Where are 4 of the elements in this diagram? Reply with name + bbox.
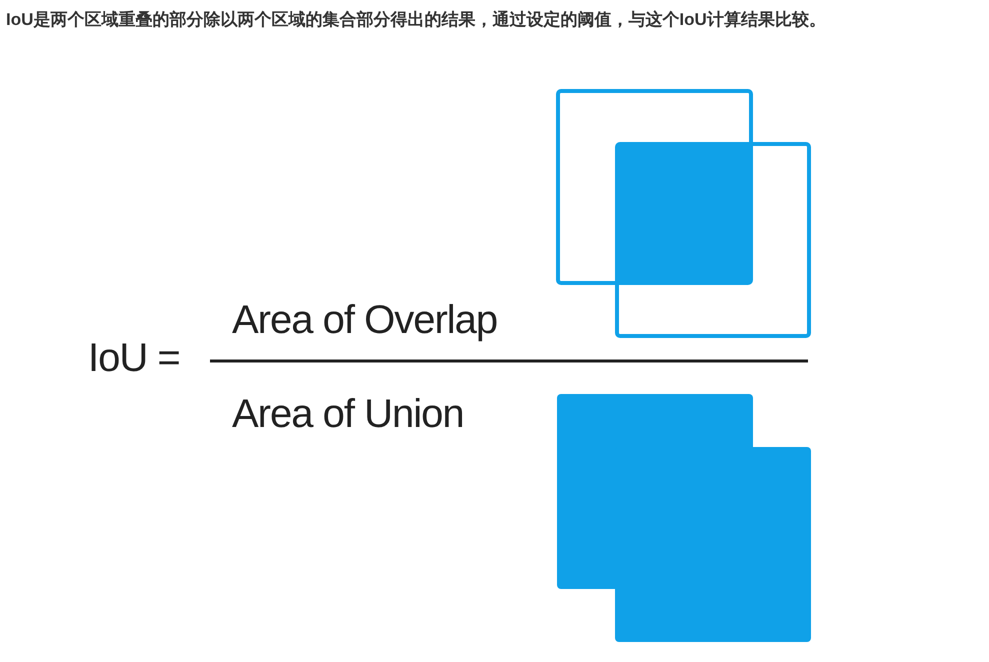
- heading: IoU是两个区域重叠的部分除以两个区域的集合部分得出的结果，通过设定的阈值，与这个IoU计算结果比较。: [6, 9, 826, 31]
- numerator-text: Area of Overlap: [232, 298, 498, 343]
- denominator-text: Area of Union: [232, 392, 464, 437]
- formula-lhs: IoU =: [88, 336, 180, 381]
